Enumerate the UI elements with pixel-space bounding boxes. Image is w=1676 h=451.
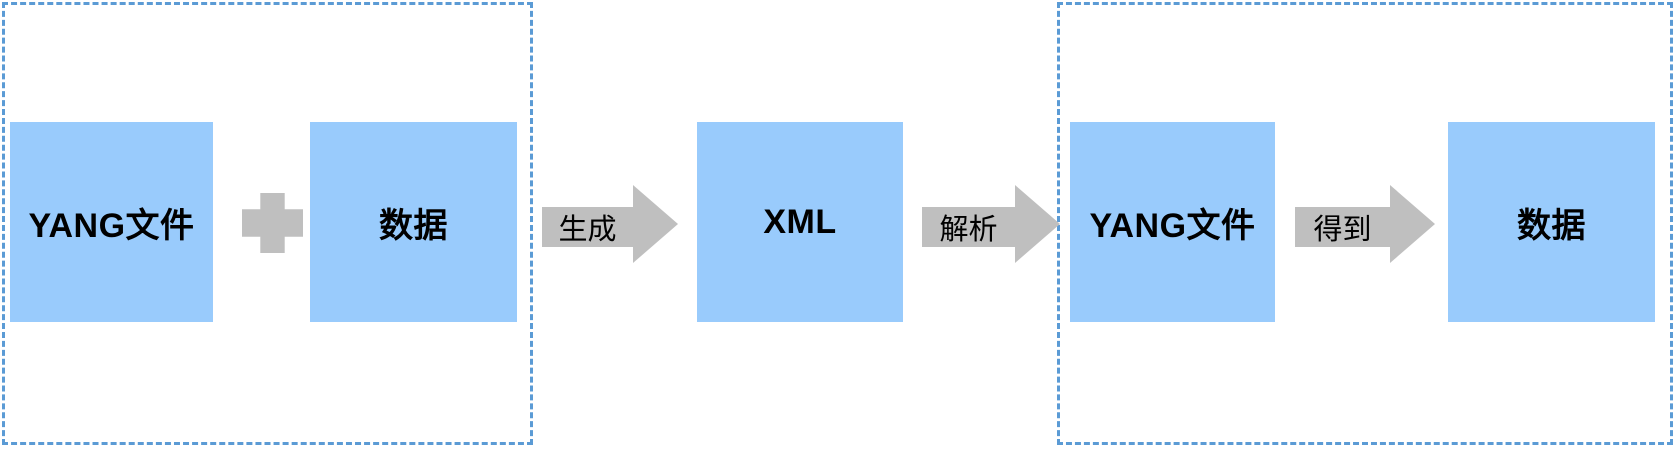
arrow-right-icon (1390, 185, 1435, 263)
node-data-source-label: 数据 (379, 206, 448, 245)
node-yang-file-source-label: YANG文件 (28, 206, 195, 245)
node-xml: XML (697, 122, 903, 322)
connector-generate-label: 生成 (558, 214, 617, 246)
node-data-source: 数据 (310, 122, 517, 322)
arrow-right-icon (1015, 185, 1060, 263)
node-yang-file-result-label: YANG文件 (1089, 206, 1256, 245)
input-group-dashed-container (2, 2, 533, 445)
node-yang-file-source: YANG文件 (10, 122, 213, 322)
connector-parse-tail: 解析 (922, 207, 1015, 247)
connector-generate-tail: 生成 (542, 207, 633, 247)
connector-parse-label: 解析 (939, 214, 998, 246)
connector-obtain-label: 得到 (1313, 214, 1372, 246)
node-data-result-label: 数据 (1517, 206, 1586, 245)
connector-obtain-tail: 得到 (1295, 207, 1390, 247)
node-data-result: 数据 (1448, 122, 1655, 322)
arrow-right-icon (633, 185, 678, 263)
node-xml-label: XML (763, 202, 837, 241)
node-yang-file-result: YANG文件 (1070, 122, 1275, 322)
